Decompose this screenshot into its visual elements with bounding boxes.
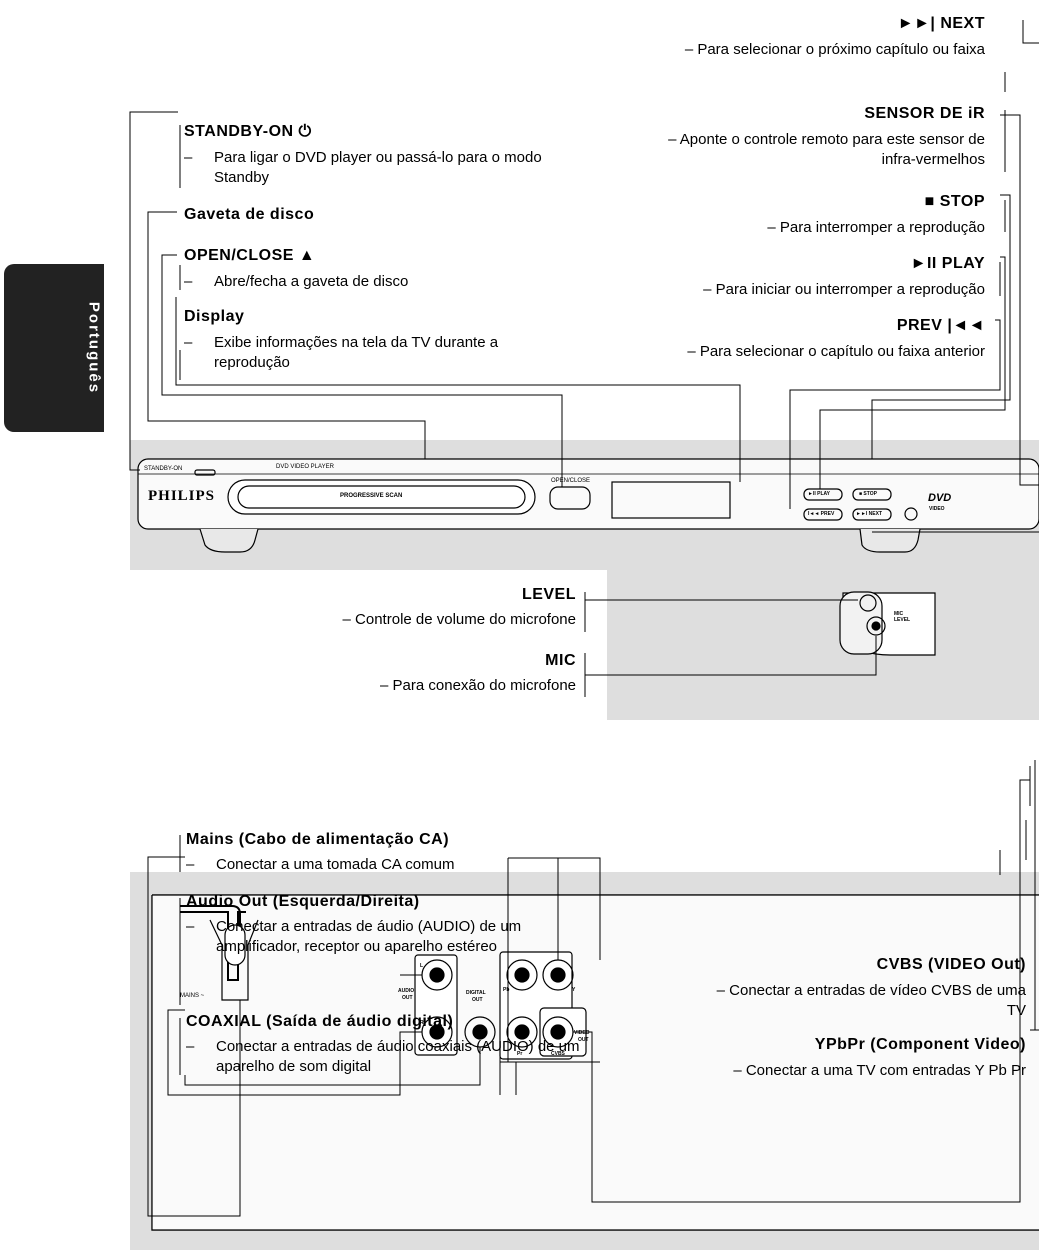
mic-jack-inner [871,621,881,631]
prev-desc: – Para selecionar o capítulo ou faixa an… [687,343,985,360]
display-window [611,481,731,519]
mic-panel-knob-housing [839,591,883,655]
level-desc: – Controle de volume do microfone [342,611,576,628]
coaxial-desc: Conectar a entradas de áudio coaxiais (A… [216,1038,580,1075]
audio-out-block [414,954,458,1056]
mic-title: MIC [545,652,576,669]
rear-mains-label: MAINS ~ [180,993,205,999]
next-title: ►►| NEXT [897,15,985,32]
rear-pb-label: Pb [503,987,510,993]
device-prev-button[interactable]: I◄◄ PREV [808,511,835,517]
disc-tray-inner [237,485,526,509]
coaxial-title: COAXIAL (Saída de áudio digital) [186,1013,454,1030]
play-desc: – Para iniciar ou interromper a reproduç… [703,281,985,298]
device-dvd-video-player-label: DVD VIDEO PLAYER [276,464,334,470]
mic-jack-outer [866,616,886,636]
ypbpr-title: YPbPr (Component Video) [814,1036,1026,1053]
cvbs-desc: – Conectar a entradas de vídeo CVBS de u… [716,982,1026,1019]
mic-desc: – Para conexão do microfone [380,677,576,694]
open-close-title: OPEN/CLOSE ▲ [184,247,316,264]
next-desc: – Para selecionar o próximo capítulo ou … [684,41,985,58]
rear-r-label: R [420,1020,424,1026]
ir-sensor-shape [904,507,918,521]
audio-out-title: Audio Out (Esquerda/Direita) [186,893,420,910]
player-right-foot [859,528,921,553]
ir-sensor-title: SENSOR DE iR [864,105,985,122]
mic-level-label: MIC LEVEL [894,611,911,623]
standby-title: STANDBY-ON ⏻ [184,123,312,140]
prev-button-shape [803,508,843,521]
rear-y-label: Y [572,987,576,993]
language-tab [4,264,104,432]
brand-logo: PHILIPS [148,488,216,504]
stop-title: ■ STOP [924,193,985,210]
display-desc: Exibe informações na tela da TV durante … [214,334,499,371]
dvd-logo-sub: VIDEO [929,506,945,512]
device-stop-button[interactable]: ■ STOP [859,491,877,497]
play-title: ►II PLAY [910,255,985,272]
open-close-button-shape [549,486,591,510]
rear-video-label: VIDEO [574,1030,590,1036]
rear-audio-label: AUDIO [398,988,415,994]
pb-jack [506,959,538,991]
pr-jack [506,1016,538,1048]
ir-sensor-desc: – Aponte o controle remoto para este sen… [668,131,985,168]
rear-l-label: L [420,963,424,969]
rear-audio-out-label: OUT [402,995,413,1001]
rear-cvbs-label: CVBS [551,1051,565,1057]
stop-desc: – Para interromper a reprodução [767,219,985,236]
device-next-button[interactable]: ►►I NEXT [856,511,883,517]
mains-plug [224,924,246,966]
rear-digital-out-label: OUT [472,997,483,1003]
device-standby-label: STANDBY-ON [144,466,183,472]
level-knob [859,594,877,612]
player-left-foot [199,528,259,553]
rear-video-out-label: OUT [578,1037,589,1043]
ypbpr-desc: – Conectar a uma TV com entradas Y Pb Pr [733,1062,1026,1079]
device-play-button[interactable]: ►II PLAY [808,491,830,497]
disc-tray-title: Gaveta de disco [184,206,315,223]
level-title: LEVEL [521,586,576,603]
next-button-shape [852,508,892,521]
standby-led [194,469,216,476]
mains-desc: Conectar a uma tomada CA comum [216,856,455,873]
rear-digital-label: DIGITAL [466,990,486,996]
open-close-desc: Abre/fecha a gaveta de disco [214,273,409,290]
dvd-logo: DVD [928,492,952,504]
standby-desc: Para ligar o DVD player ou passá-lo para… [214,149,542,186]
stop-button-shape [852,488,892,501]
progressive-scan-label: PROGRESSIVE SCAN [340,493,403,499]
prev-title: PREV |◄◄ [896,317,985,334]
display-title: Display [184,308,245,325]
cvbs-title: CVBS (VIDEO Out) [876,956,1026,973]
play-button-shape [803,488,843,501]
device-open-close-label: OPEN/CLOSE [551,478,591,484]
disc-tray-outline [227,479,536,515]
mic-panel-band [607,570,1039,720]
audio-out-desc: Conectar a entradas de áudio (AUDIO) de … [216,918,522,955]
rear-pr-label: Pr [517,1051,523,1057]
mains-title: Mains (Cabo de alimentação CA) [186,831,450,848]
